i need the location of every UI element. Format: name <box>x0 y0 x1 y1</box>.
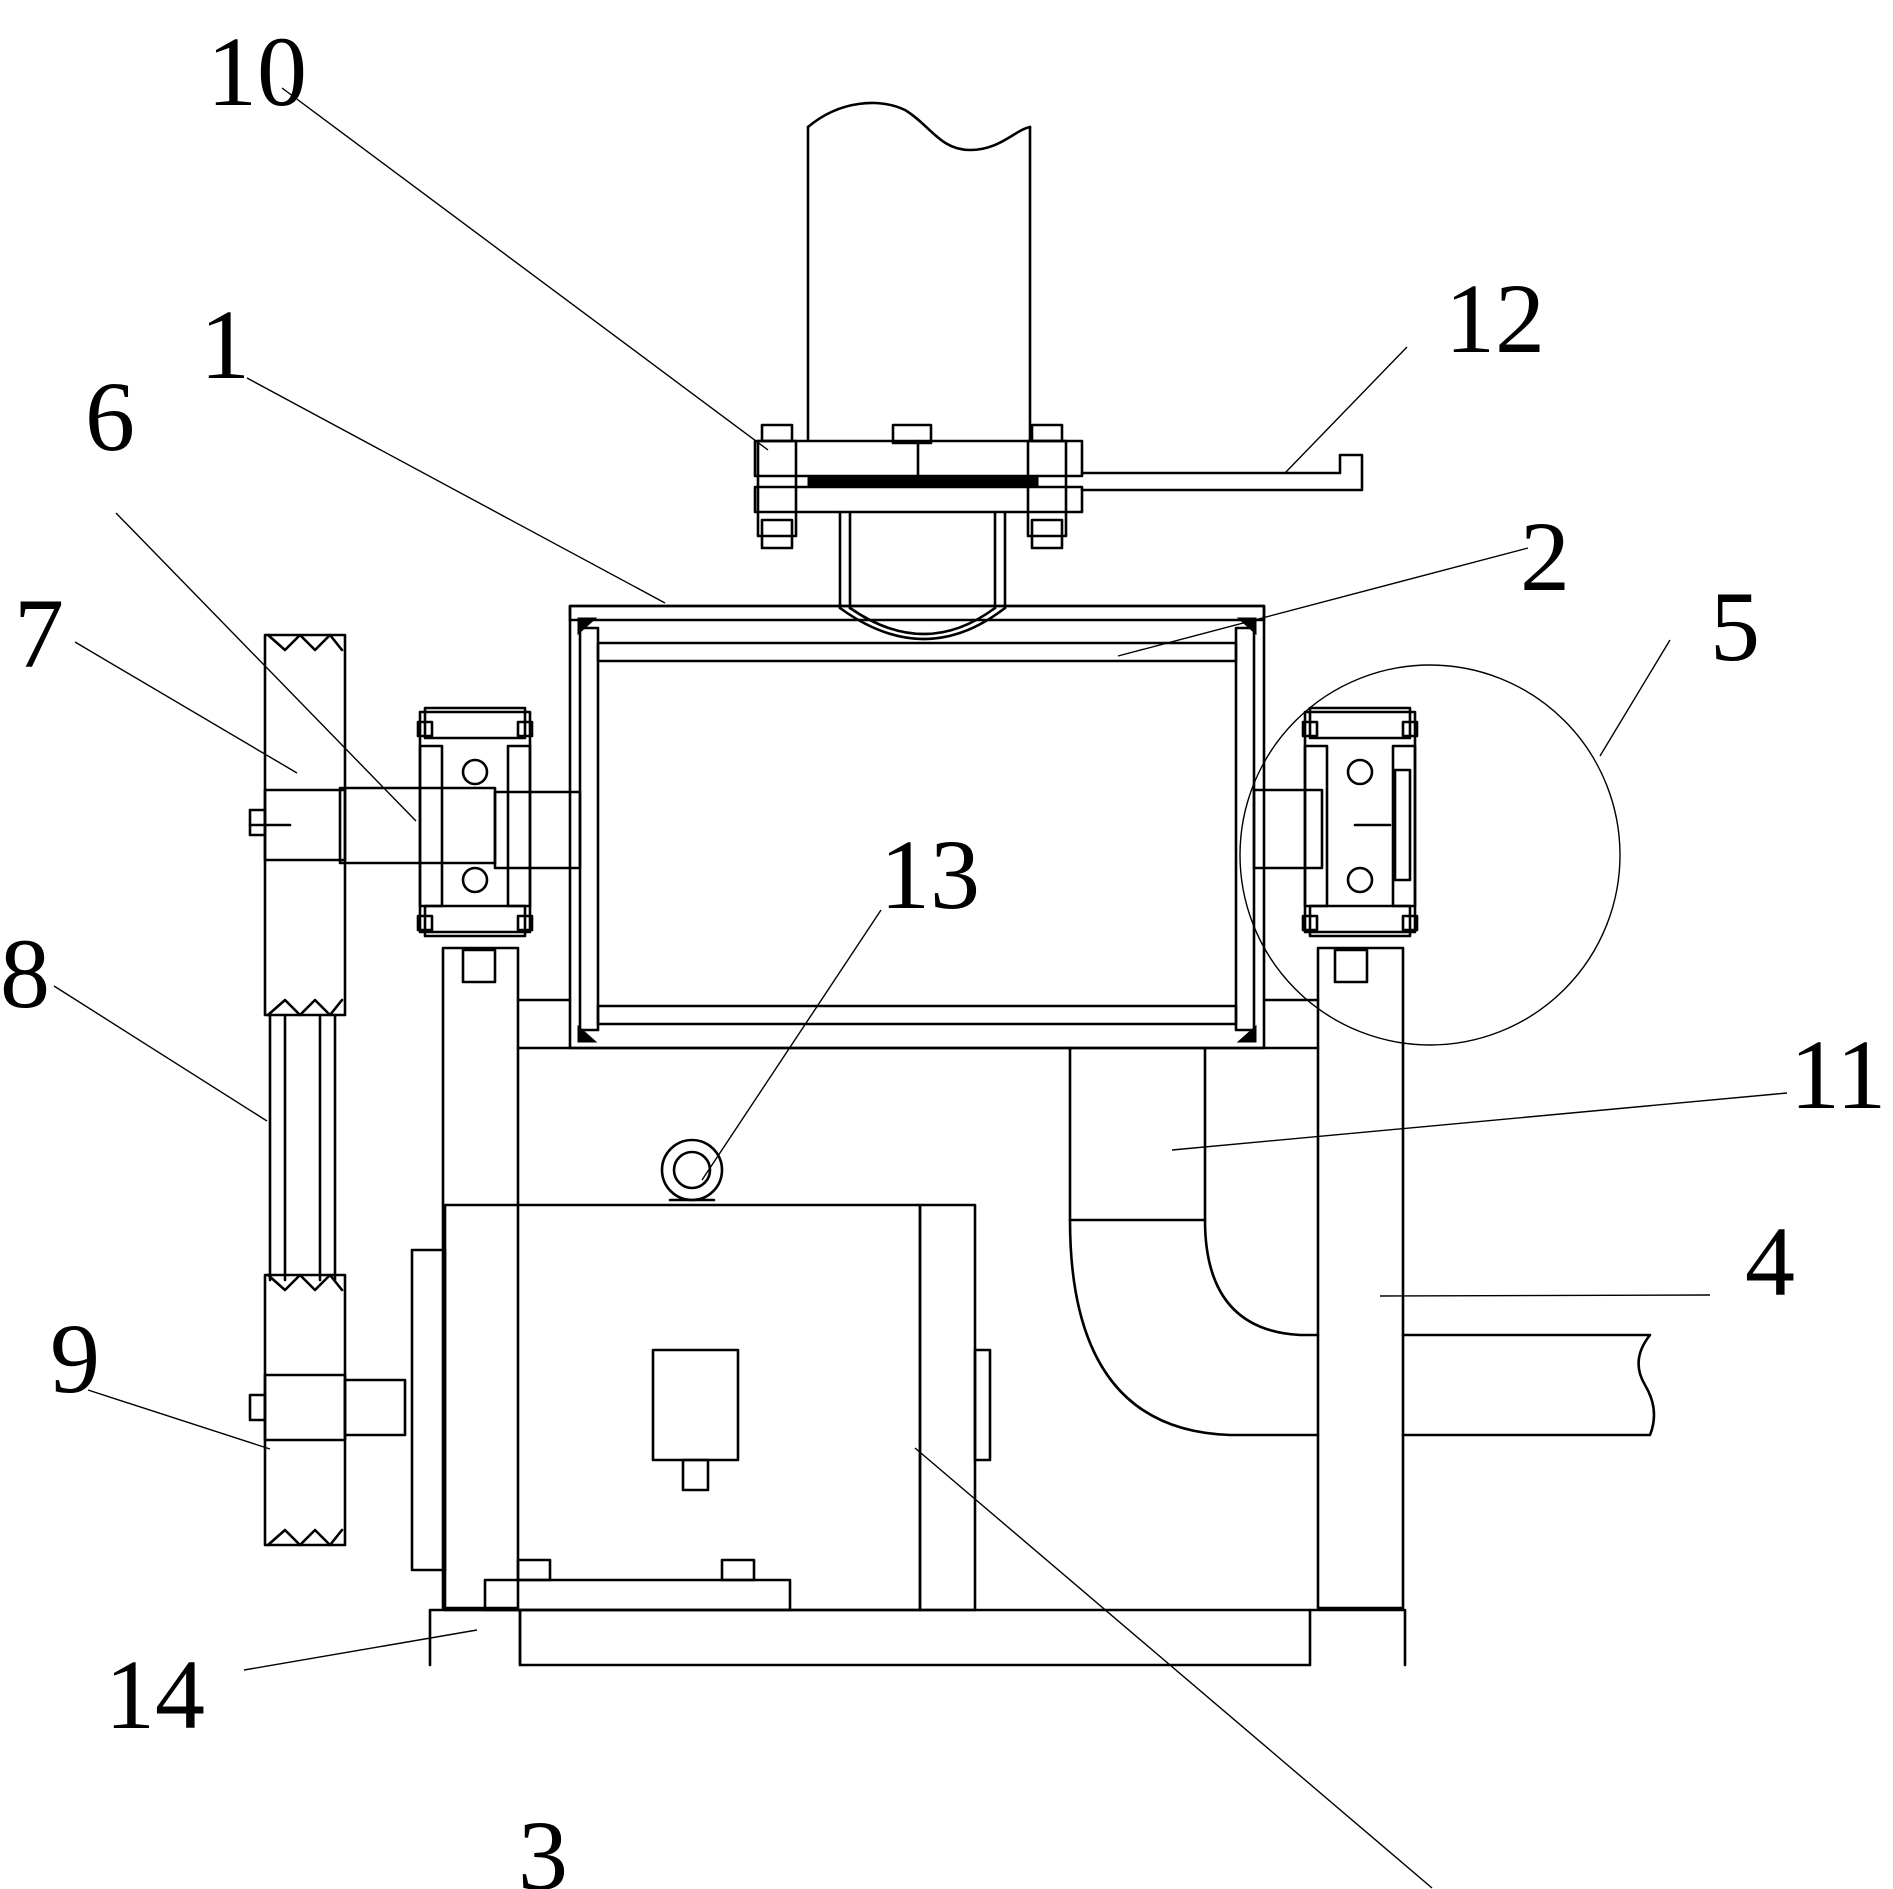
drive-shaft <box>338 786 1324 870</box>
detail-circle <box>1239 664 1621 1046</box>
callout-10: 10 <box>207 16 307 127</box>
upper-pulley <box>248 633 347 1017</box>
lifting-eye <box>660 1138 724 1202</box>
v-belt <box>268 1013 337 1282</box>
left-bearing-housing <box>416 706 534 938</box>
callout-13: 13 <box>880 819 980 930</box>
lower-pulley <box>248 1273 407 1547</box>
motor <box>410 1203 992 1612</box>
feed-pipe <box>806 101 1032 442</box>
pipe-flange <box>753 439 1084 514</box>
callout-labels: 10 1 2 3 4 5 6 7 8 9 11 12 13 14 <box>0 16 1886 1889</box>
callout-11: 11 <box>1790 1019 1886 1130</box>
callout-14: 14 <box>105 1639 205 1750</box>
callout-2: 2 <box>1520 501 1570 612</box>
leader-lines <box>53 87 1788 1889</box>
callout-3: 3 <box>518 1800 568 1889</box>
callout-12: 12 <box>1445 263 1545 374</box>
flange-bolts <box>756 423 1068 550</box>
callout-9: 9 <box>50 1303 100 1414</box>
support-frame <box>441 946 1405 1610</box>
right-bearing-housing <box>1301 706 1419 938</box>
callout-6: 6 <box>85 361 135 472</box>
outlet-elbow <box>1068 1046 1656 1437</box>
callout-4: 4 <box>1745 1206 1795 1317</box>
callout-5: 5 <box>1710 571 1760 682</box>
discharge-chute <box>1080 453 1364 492</box>
base-channel <box>428 1608 1407 1667</box>
callout-1: 1 <box>200 289 250 400</box>
callout-7: 7 <box>14 578 64 689</box>
callout-8: 8 <box>0 918 50 1029</box>
